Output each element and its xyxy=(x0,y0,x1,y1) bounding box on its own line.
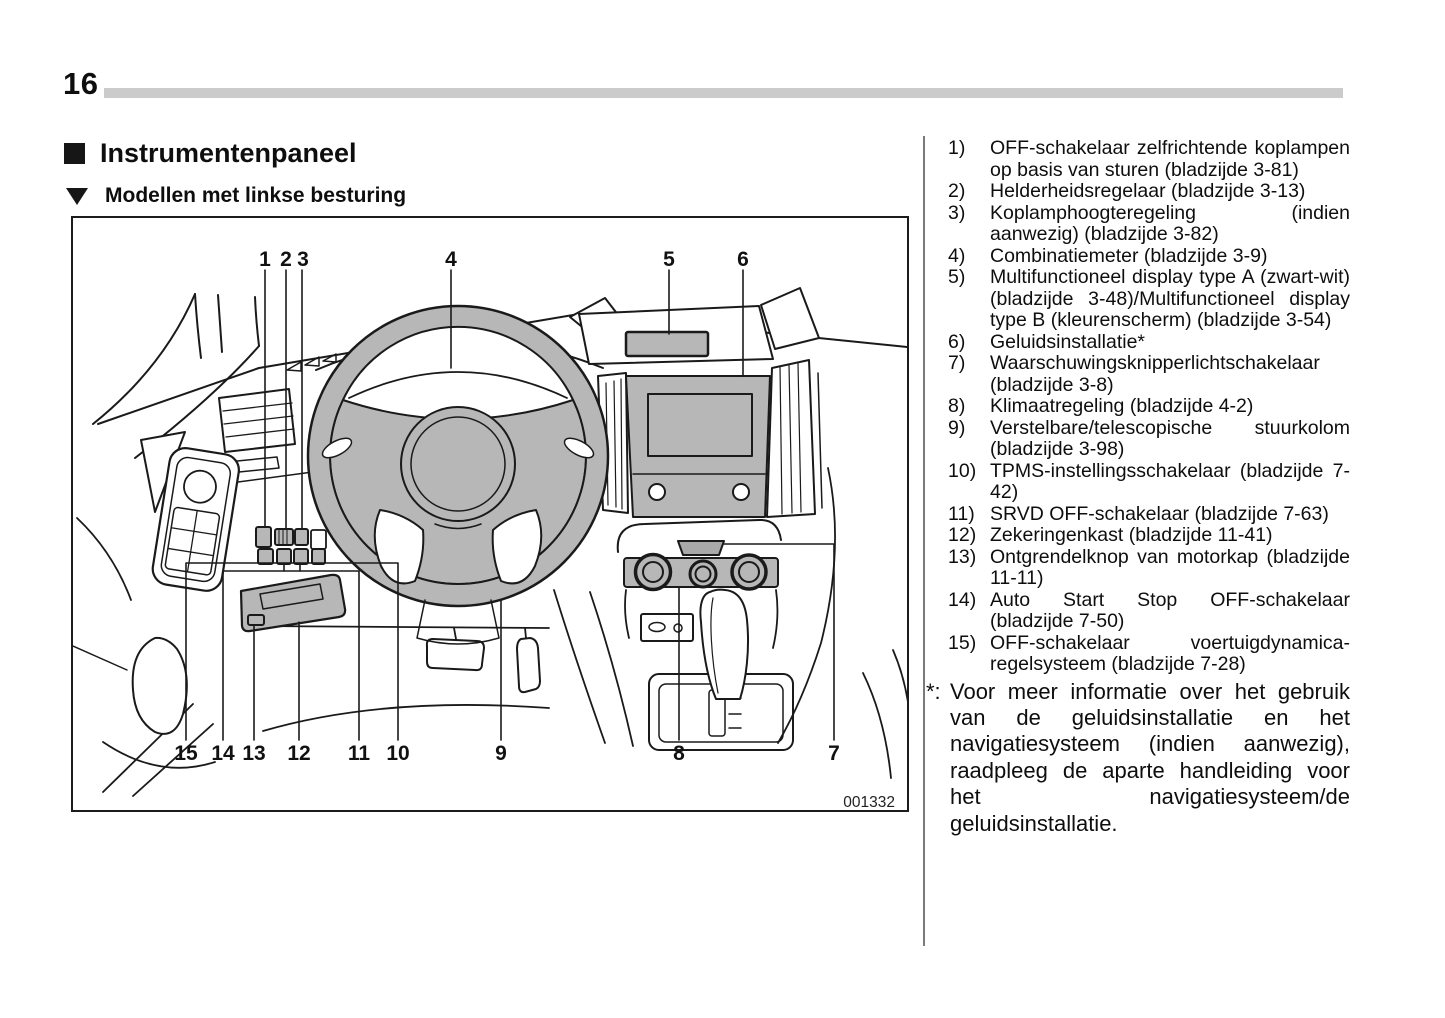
instrument-panel-figure: 1 2 3 4 5 6 15 14 13 12 11 10 9 8 7 0013… xyxy=(71,216,909,812)
header-rule-bar xyxy=(104,88,1343,98)
square-bullet-icon xyxy=(64,143,85,164)
legend-item: 1) OFF-schakelaar zelfrichtende koplampen… xyxy=(948,137,1350,181)
legend-item-text: SRVD OFF-schakelaar (bladzijde 7-63) xyxy=(990,502,1329,525)
defroster-vent-marks xyxy=(286,353,337,372)
figure-code: 001332 xyxy=(843,794,895,810)
callout-11: 11 xyxy=(348,742,371,765)
legend-item: 8) Klimaatregeling (bladzijde 4-2) xyxy=(948,395,1350,418)
callout-12: 12 xyxy=(287,742,310,765)
legend-item-text: Multifunctioneel display type A (zwart-w… xyxy=(990,266,1350,331)
callout-13: 13 xyxy=(242,742,265,765)
multifunction-display xyxy=(624,330,710,358)
legend-item-text: Ontgrendelknop van motorkap (bladzijde 1… xyxy=(990,545,1350,589)
callout-leader-lines xyxy=(185,269,835,741)
legend-item: 7) Waarschuwingsknipperlichtschakelaar (b… xyxy=(948,352,1350,396)
section-subtitle: Modellen met linkse besturing xyxy=(105,184,407,207)
footnote: *: Voor meer informatie over het gebruik… xyxy=(926,679,1350,837)
legend-item: 15) OFF-schakelaar voertuigdynamica-regel… xyxy=(948,631,1350,676)
section-subheading: Modellen met linkse besturing xyxy=(66,184,406,208)
legend-item-text: Waarschuwingsknipperlichtschakelaar (bla… xyxy=(990,352,1320,396)
legend-item-number: 7) xyxy=(948,352,966,374)
callout-8: 8 xyxy=(673,742,685,765)
legend-item-text: Verstelbare/telescopische stuurkolom (bl… xyxy=(990,416,1350,460)
hood-release-button xyxy=(247,614,265,626)
hazard-switch xyxy=(677,540,725,556)
window-switch-panel xyxy=(151,447,240,592)
legend-item: 14) Auto Start Stop OFF-schakelaar (bladz… xyxy=(948,588,1350,633)
legend-item-text: OFF-schakelaar zelfrichtende koplampen o… xyxy=(990,137,1350,181)
footnote-text: Voor meer informatie over het gebruik va… xyxy=(950,678,1350,836)
legend-list: 1) OFF-schakelaar zelfrichtende koplampen… xyxy=(926,137,1350,837)
a-pillar xyxy=(92,293,260,459)
callout-1: 1 xyxy=(259,248,271,271)
legend-item-text: Auto Start Stop OFF-schakelaar (bladzijd… xyxy=(990,588,1350,632)
legend-item-number: 12) xyxy=(948,524,977,546)
legend-item-number: 4) xyxy=(948,244,966,267)
callout-15: 15 xyxy=(174,742,198,765)
legend-item: 10) TPMS-instellingsschakelaar (bladzijde… xyxy=(948,459,1350,504)
legend-item: 2) Helderheidsregelaar (bladzijde 3-13) xyxy=(948,180,1350,203)
steering-column xyxy=(416,599,500,645)
legend-item: 5) Multifunctioneel display type A (zwart… xyxy=(948,266,1350,332)
legend-item-number: 2) xyxy=(948,180,966,202)
callout-7: 7 xyxy=(828,742,840,765)
callout-5: 5 xyxy=(663,248,675,271)
callout-14: 14 xyxy=(211,742,235,765)
legend-item: 3) Koplamphoogteregeling (indien aanwezig… xyxy=(948,201,1350,246)
callout-9: 9 xyxy=(495,742,507,765)
column-divider xyxy=(923,136,925,946)
legend-item-number: 6) xyxy=(948,330,966,353)
callout-2: 2 xyxy=(280,248,292,271)
pedals xyxy=(425,627,541,694)
callout-4: 4 xyxy=(445,248,457,271)
section-title: Instrumentenpaneel xyxy=(100,138,357,168)
legend-item-number: 1) xyxy=(948,137,966,159)
legend-item-number: 8) xyxy=(948,395,966,417)
power-outlet-panel xyxy=(640,613,694,642)
center-vent-right xyxy=(766,359,823,518)
legend-item-text: Klimaatregeling (bladzijde 4-2) xyxy=(990,395,1254,417)
switch-cluster xyxy=(255,526,327,565)
triangle-bullet-icon xyxy=(66,187,88,205)
climate-controls xyxy=(616,518,782,649)
legend-item-text: Koplamphoogteregeling (indien aanwezig) … xyxy=(990,201,1350,245)
gear-shifter xyxy=(648,588,794,751)
legend-item: 11) SRVD OFF-schakelaar (bladzijde 7-63) xyxy=(948,502,1350,526)
legend-item: 6) Geluidsinstallatie* xyxy=(948,330,1350,354)
legend-item-text: Geluidsinstallatie* xyxy=(990,330,1146,353)
legend-item-number: 10) xyxy=(948,459,977,482)
legend-item-text: Helderheidsregelaar (bladzijde 3-13) xyxy=(990,180,1306,202)
legend-item-text: Combinatiemeter (bladzijde 3-9) xyxy=(990,244,1268,267)
legend-item-number: 14) xyxy=(948,588,977,611)
fuse-box-cover xyxy=(239,573,347,633)
section-heading: Instrumentenpaneel xyxy=(64,138,357,169)
legend-item-text: Zekeringenkast (bladzijde 11-41) xyxy=(990,524,1273,546)
legend-item: 4) Combinatiemeter (bladzijde 3-9) xyxy=(948,244,1350,268)
legend-item-text: OFF-schakelaar voertuigdynamica-regelsys… xyxy=(990,631,1350,675)
callout-6: 6 xyxy=(737,248,749,271)
legend-item: 13) Ontgrendelknop van motorkap (bladzijd… xyxy=(948,545,1350,590)
legend-item-number: 11) xyxy=(948,502,975,525)
legend-item-number: 5) xyxy=(948,266,966,288)
audio-unit xyxy=(625,375,771,518)
instrument-panel-diagram: 1 2 3 4 5 6 15 14 13 12 11 10 9 8 7 0013… xyxy=(73,248,907,810)
footnote-marker: *: xyxy=(926,678,941,704)
legend-item: 12) Zekeringenkast (bladzijde 11-41) xyxy=(948,524,1350,547)
callout-numbers: 1 2 3 4 5 6 15 14 13 12 11 10 9 8 7 xyxy=(174,248,840,765)
callout-10: 10 xyxy=(386,742,409,765)
floor-lines xyxy=(253,625,550,732)
console-edges xyxy=(553,467,907,779)
page-number: 16 xyxy=(63,66,99,101)
legend-item-number: 13) xyxy=(948,545,977,568)
legend-item: 9) Verstelbare/telescopische stuurkolom (… xyxy=(948,416,1350,461)
legend-item-number: 3) xyxy=(948,201,966,224)
legend-item-number: 9) xyxy=(948,416,966,439)
legend-item-text: TPMS-instellingsschakelaar (bladzijde 7-… xyxy=(990,459,1350,503)
callout-3: 3 xyxy=(297,248,309,271)
legend-item-number: 15) xyxy=(948,631,977,654)
steering-wheel xyxy=(306,304,610,645)
side-vent xyxy=(218,388,336,485)
